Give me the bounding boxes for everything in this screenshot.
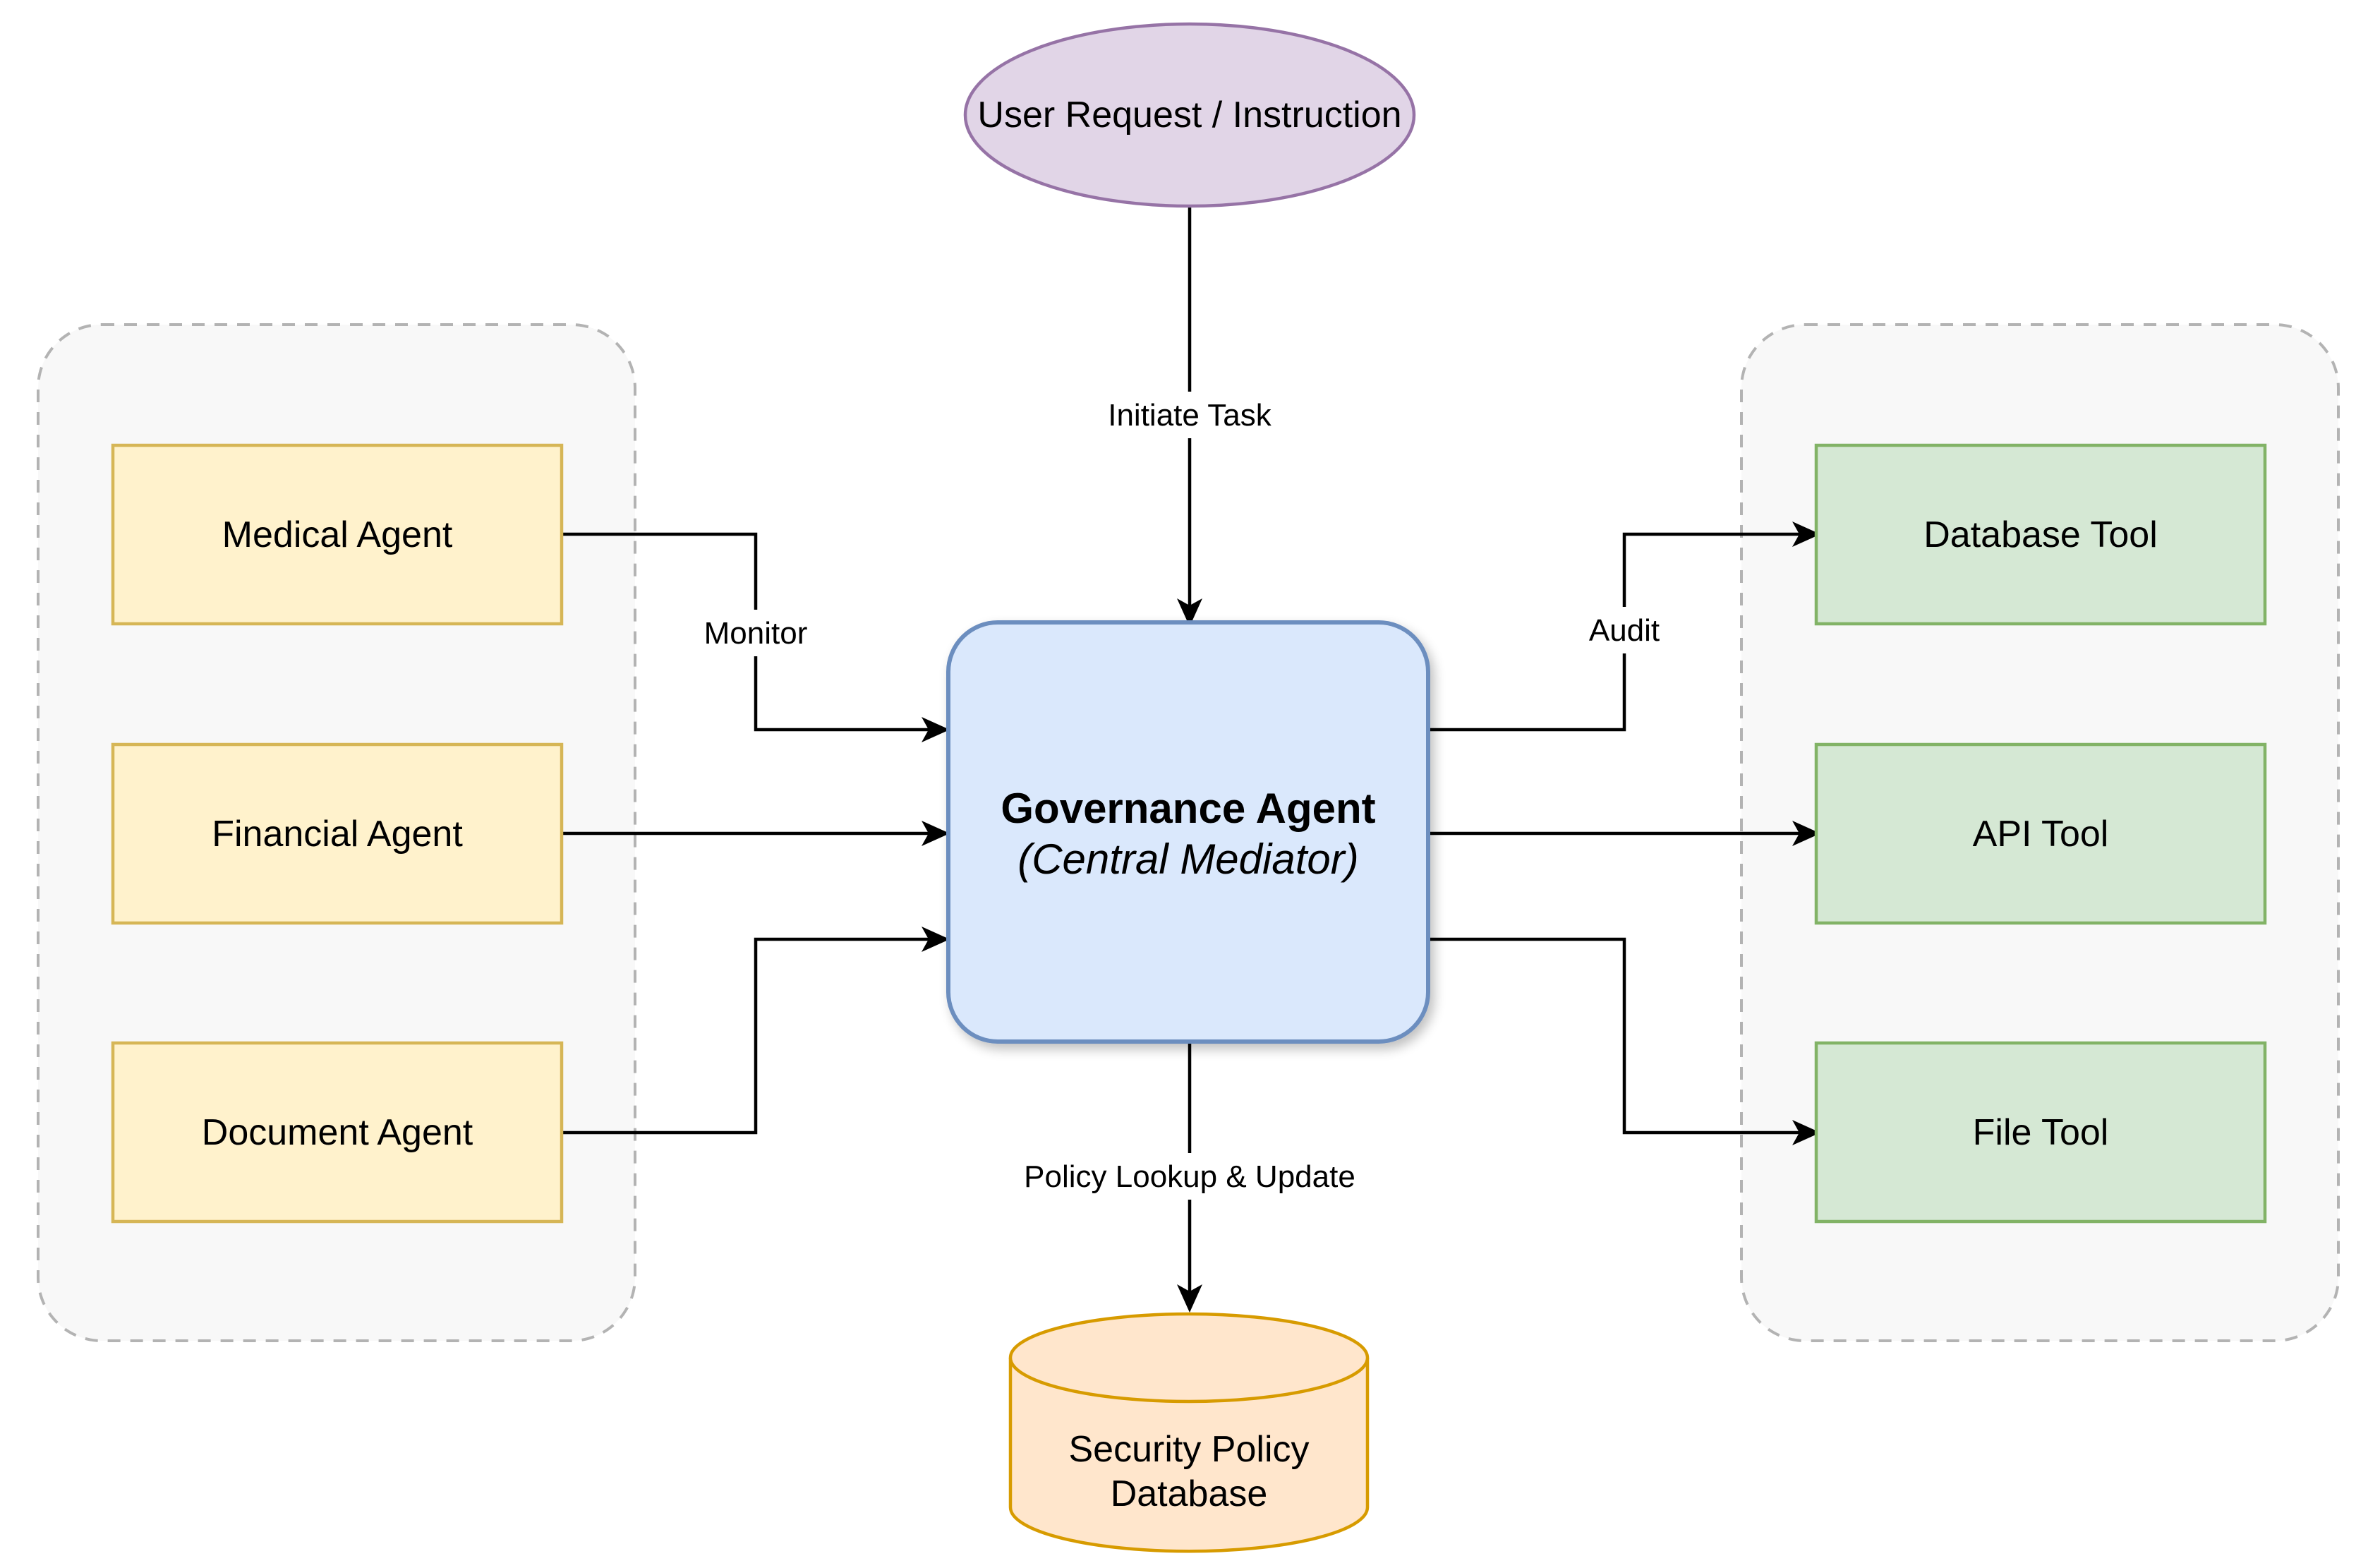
database-tool-label: Database Tool (1923, 514, 2158, 555)
file-tool-node (1814, 1041, 2267, 1224)
label-initiate-task: Initiate Task (1108, 398, 1272, 433)
medical-agent-label: Medical Agent (222, 514, 453, 555)
arrowhead-api (1792, 821, 1820, 846)
database-tool-node (1814, 443, 2267, 626)
edge-file (1428, 937, 1809, 1135)
governance-agent-node (946, 620, 1430, 1044)
governance-agent-title: Governance Agent (1001, 785, 1375, 832)
arrowhead-audit (1792, 521, 1820, 547)
user-request-label: User Request / Instruction (977, 95, 1401, 135)
document-agent-node (111, 1041, 564, 1224)
user-request-node (963, 22, 1416, 208)
arrowhead-file (1792, 1120, 1820, 1145)
financial-agent-label: Financial Agent (212, 814, 463, 855)
label-policy-lookup: Policy Lookup & Update (1024, 1159, 1355, 1194)
financial-agent-node (111, 742, 564, 925)
security-db-label-line2: Database (1111, 1473, 1268, 1514)
api-tool-node (1814, 742, 2267, 925)
arrowhead-initiate (1177, 598, 1202, 627)
file-tool-label: File Tool (1973, 1112, 2109, 1153)
arrowhead-policy (1177, 1284, 1202, 1313)
arrowhead-monitor (922, 717, 950, 742)
label-audit: Audit (1589, 613, 1660, 648)
label-monitor: Monitor (704, 616, 808, 651)
arrowhead-document (922, 927, 950, 952)
api-tool-label: API Tool (1973, 814, 2109, 855)
security-db-label-line1: Security Policy (1069, 1429, 1310, 1470)
governance-agent-subtitle: (Central Mediator) (1017, 836, 1359, 883)
edge-document (562, 937, 938, 1135)
security-policy-database-node (1008, 1312, 1370, 1553)
document-agent-label: Document Agent (202, 1112, 473, 1153)
medical-agent-node (111, 443, 564, 626)
arrowhead-financial (922, 821, 950, 846)
